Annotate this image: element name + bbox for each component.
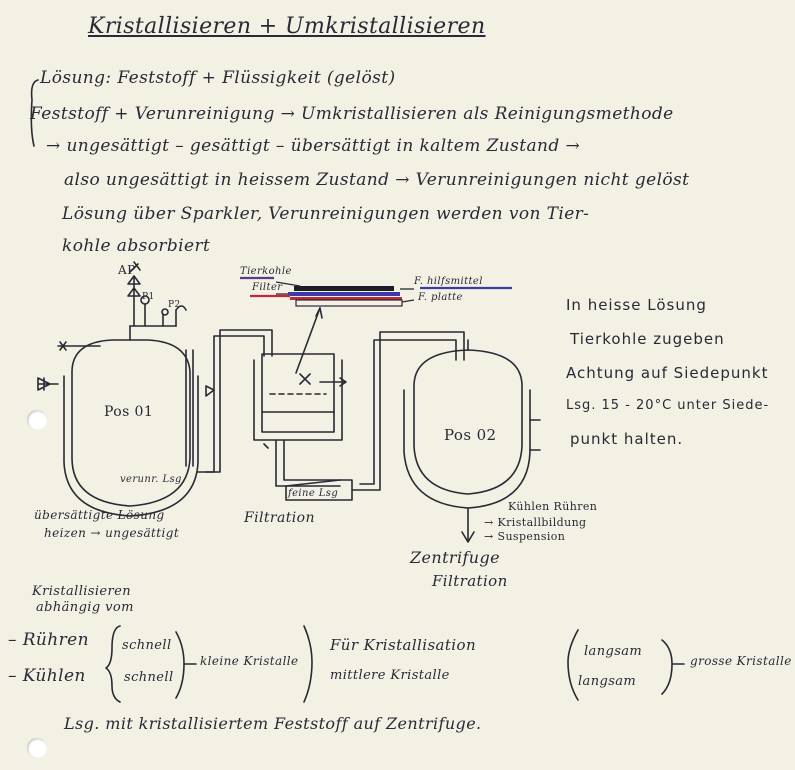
grosse-kristalle-label: grosse Kristalle (690, 654, 792, 668)
filter-red-layer (290, 297, 402, 300)
pipe-feine-label: feine Lsg (288, 488, 339, 499)
text-line: also ungesättigt in heissem Zustand → Ve… (64, 170, 690, 190)
tierkohle-layer (288, 292, 400, 296)
note-line: Tierkohle zugeben (570, 330, 725, 348)
vessel-pos02-label: Pos 02 (444, 426, 497, 444)
centrifuge-label: Zentrifuge (410, 548, 501, 567)
langsam-2-label: langsam (578, 674, 637, 689)
hilfsmittel-label: F. hilfsmittel (414, 276, 483, 287)
dependency-heading-1: Kristallisieren (32, 584, 132, 599)
note-line: punkt halten. (570, 430, 684, 448)
vessel-pos01-jacket (63, 375, 199, 517)
gauge-p1-label: P1 (142, 292, 155, 302)
note-line: Lsg. 15 - 20°C unter Siede- (566, 398, 770, 413)
gauge-p2-label: P2 (168, 300, 181, 310)
kleine-kristalle-label: kleine Kristalle (200, 654, 299, 668)
cool-line1: Kühlen Rühren (508, 500, 598, 513)
bracket-left (30, 79, 39, 147)
cool-line2: → Kristallbildung (484, 516, 587, 529)
filter-housing-shape (261, 353, 335, 433)
text-line: Feststoff + Verunreinigung → Umkristalli… (30, 104, 674, 124)
text-line: Lösung: Feststoff + Flüssigkeit (gelöst) (40, 68, 396, 88)
mittlere-kristalle-label: mittlere Kristalle (330, 668, 450, 683)
tierkohle-label: Tierkohle (240, 266, 292, 277)
page-title: Kristallisieren + Umkristallisieren (88, 14, 486, 39)
filter-label: Filter (252, 282, 283, 293)
note-line: In heisse Lösung (566, 296, 707, 314)
centrifuge-filtration-label: Filtration (432, 572, 508, 590)
punch-hole-icon (27, 410, 47, 430)
text-line: kohle absorbiert (62, 236, 211, 256)
vessel-pos01-shape (71, 339, 191, 507)
final-line: Lsg. mit kristallisiertem Feststoff auf … (64, 714, 482, 733)
vessel-pos01-label: Pos 01 (104, 404, 154, 420)
text-line: Lösung über Sparkler, Verunreinigungen w… (62, 204, 590, 224)
fuer-kristallisation-label: Für Kristallisation (330, 636, 476, 654)
note-line: Achtung auf Siedepunkt (566, 364, 769, 382)
dependency-heading-2: abhängig vom (36, 600, 134, 615)
under-vessel1-line2: heizen → ungesättigt (44, 526, 180, 540)
platte-label: F. platte (418, 292, 463, 303)
filtration-label: Filtration (244, 510, 315, 526)
schnell-2-label: schnell (124, 670, 174, 685)
vessel-pos02-shape (413, 349, 523, 495)
punch-hole-icon (27, 738, 47, 758)
ruehren-label: – Rühren (8, 630, 89, 650)
pipe-verunr-label: verunr. Lsg (120, 474, 182, 485)
langsam-1-label: langsam (584, 644, 643, 659)
cool-line3: → Suspension (484, 530, 566, 543)
kuehlen-label: – Kühlen (8, 666, 86, 686)
schnell-1-label: schnell (122, 638, 172, 653)
valve-ap-label: AP (118, 263, 136, 277)
filter-plate-layer (295, 299, 403, 307)
under-vessel1-line1: übersättigte Lösung (34, 508, 165, 522)
text-line: → ungesättigt – gesättigt – übersättigt … (46, 136, 581, 156)
filter-hilfsmittel-layer (294, 286, 394, 291)
